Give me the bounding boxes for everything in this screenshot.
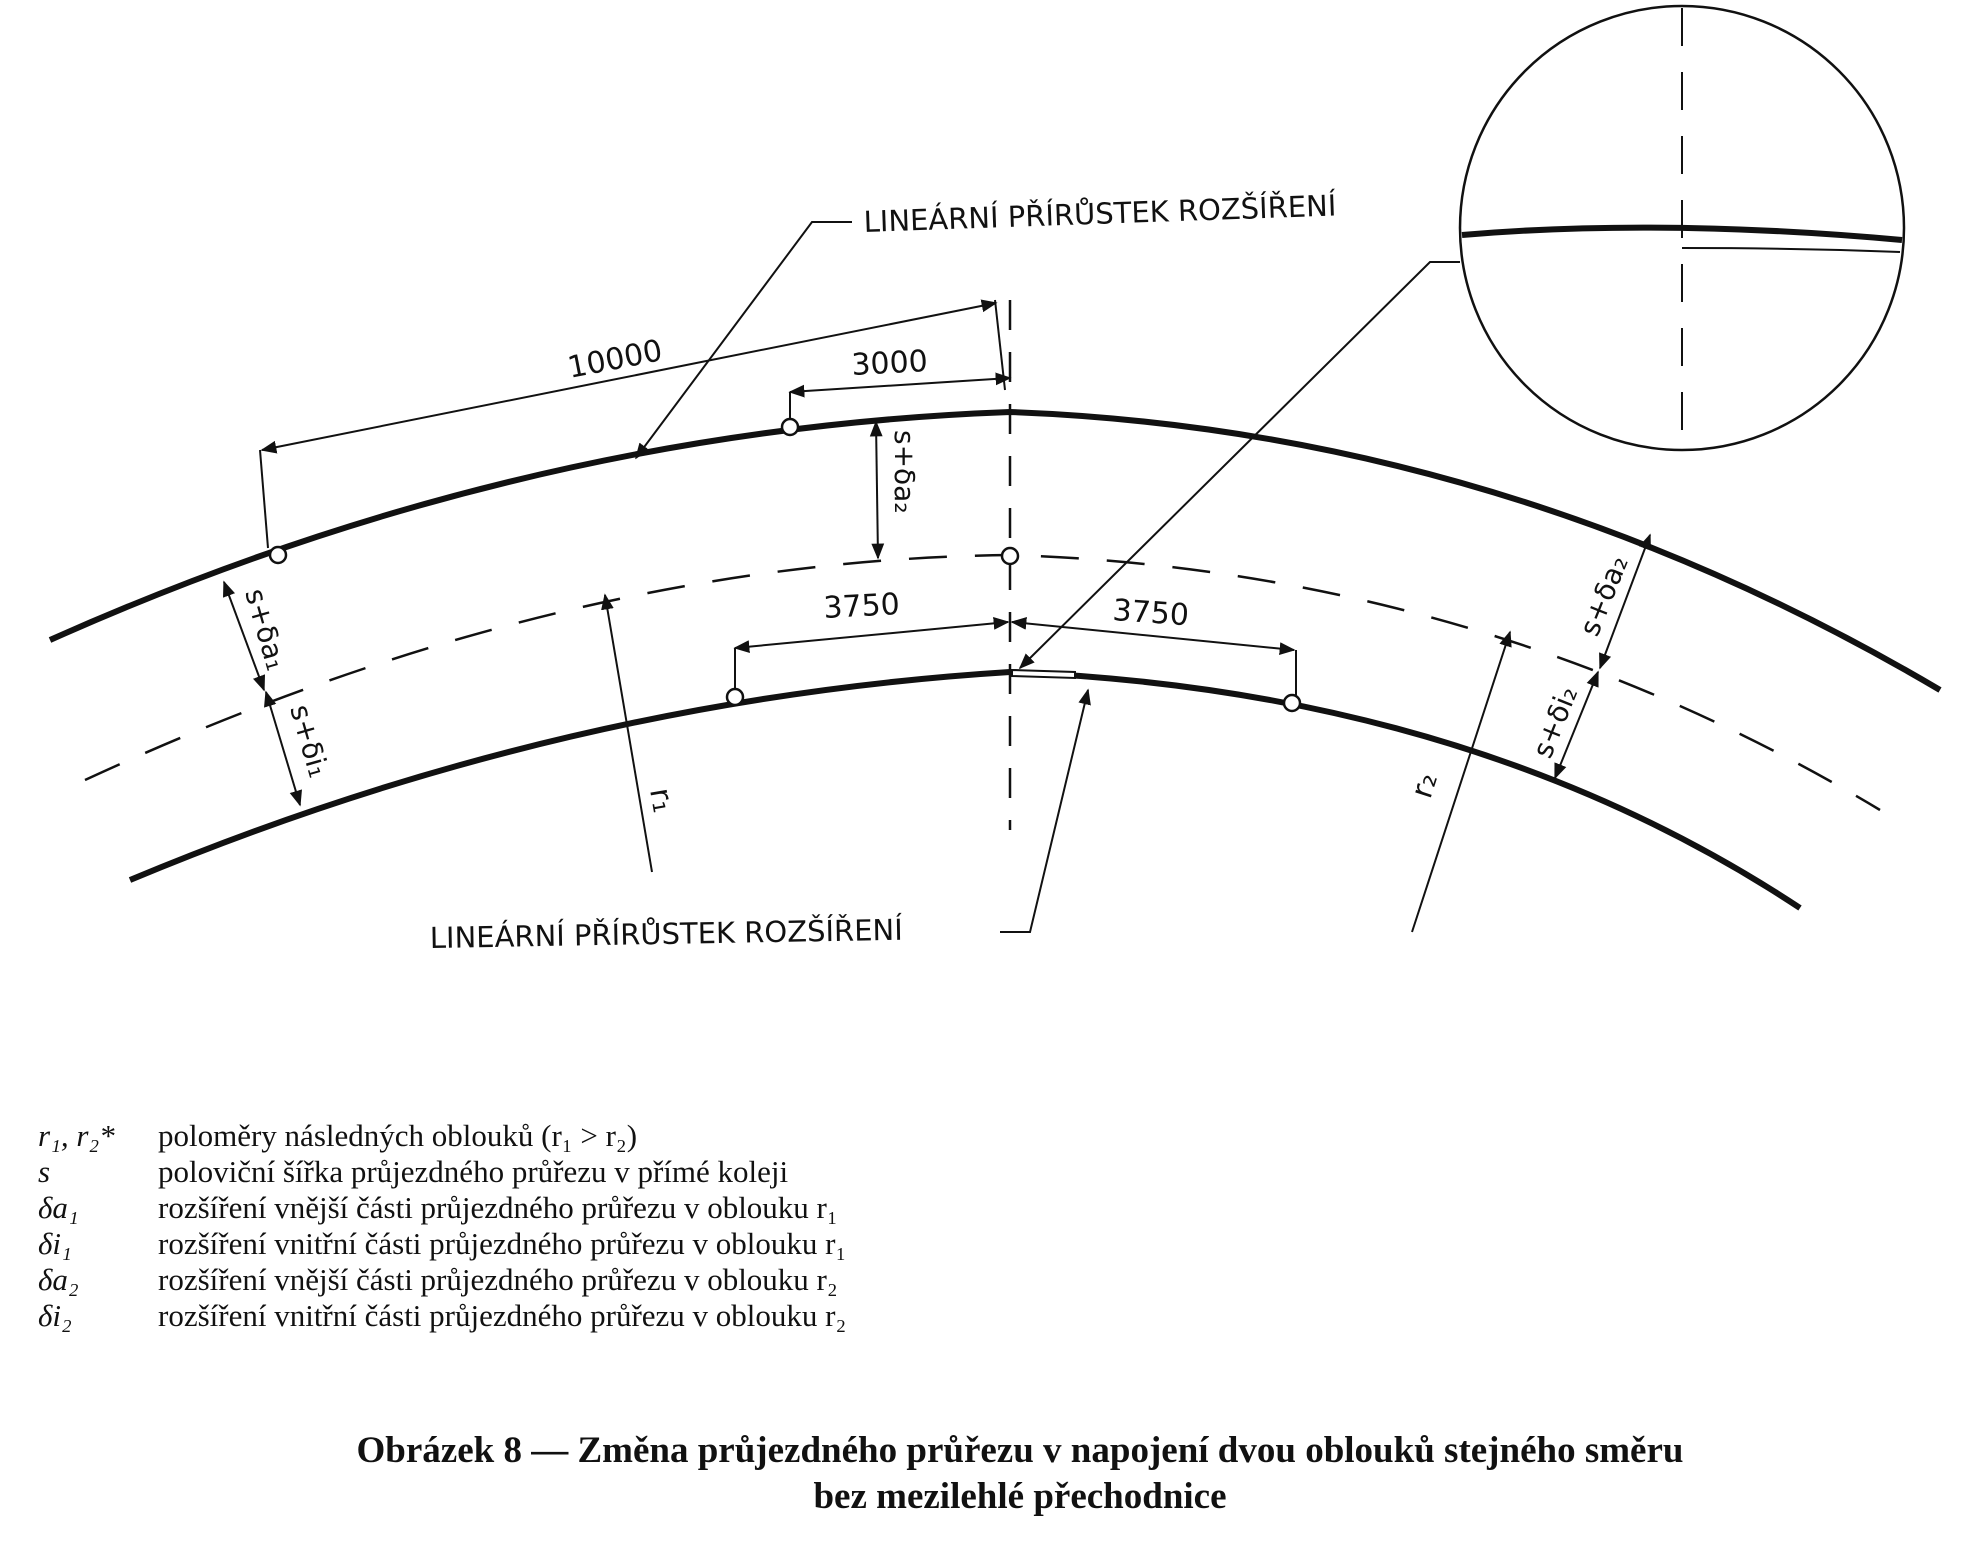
dim-3000-line (788, 372, 1012, 398)
ext-10000-right (994, 299, 1006, 391)
legend-row-da2: δa₂ rozšíření vnější části průjezdného p… (38, 1262, 1238, 1298)
detail-curve-thin (1681, 247, 1901, 253)
caption-line-1: Obrázek 8 — Změna průjezdného průřezu v … (356, 1430, 1684, 1471)
detail-curve-thick (1461, 224, 1903, 243)
label-s-di2: s+δi₂ (1526, 681, 1584, 762)
legend-symbol: δi₂ (38, 1298, 72, 1333)
point-outer-mid (780, 417, 800, 437)
callout-bottom-label: LINEÁRNÍ PŘÍRŮSTEK ROZŠÍŘENÍ (430, 913, 903, 955)
detail-marker (1011, 668, 1076, 680)
label-s-da2-left: s+δa₂ (888, 430, 921, 514)
dim-3750-right-label: 3750 (1111, 593, 1190, 633)
dim-3750-right-line (1010, 617, 1296, 655)
dim-3750-left-line (733, 616, 1010, 654)
dim-s-da1 (222, 580, 266, 692)
dim-3000-label: 3000 (851, 344, 929, 383)
legend-symbol: r₁, r₂* (38, 1118, 115, 1153)
label-s-da2-right: s+δa₂ (1573, 551, 1635, 641)
legend-symbol: δa₂ (38, 1262, 79, 1297)
legend-description: poloviční šířka průjezdného průřezu v př… (158, 1154, 789, 1189)
legend-description: rozšíření vnější části průjezdného průře… (158, 1262, 838, 1297)
dim-s-di1 (264, 690, 302, 807)
point-outer-left (268, 545, 288, 565)
legend-symbol: s (38, 1154, 51, 1189)
ext-10000-left (259, 449, 269, 549)
radius-r1 (601, 593, 653, 873)
radius-r2 (1411, 630, 1512, 933)
legend-description: rozšíření vnitřní části průjezdného průř… (158, 1298, 847, 1333)
legend: r₁, r₂* poloměry následných oblouků (r₁ … (38, 1118, 1238, 1334)
label-r1: r₁ (642, 785, 681, 815)
legend-row-di1: δi₁ rozšíření vnitřní části průjezdného … (38, 1226, 1238, 1262)
detail-leader (1018, 261, 1460, 670)
point-inner-left (725, 687, 745, 707)
label-s-di1: s+δi₁ (283, 701, 335, 781)
figure-caption: Obrázek 8 — Změna průjezdného průřezu v … (200, 1428, 1840, 1520)
outer-boundary (48, 408, 1942, 693)
point-inner-right (1282, 693, 1302, 713)
legend-row-da1: δa₁ rozšíření vnější části průjezdného p… (38, 1190, 1238, 1226)
legend-symbol: δa₁ (38, 1190, 79, 1225)
dim-s-da2-left (869, 420, 885, 560)
callout-top-leader (635, 221, 852, 460)
legend-description: rozšíření vnitřní části průjezdného průř… (158, 1226, 847, 1261)
callout-bottom-leader (1000, 688, 1091, 933)
dim-10000-label: 10000 (565, 333, 665, 386)
dim-s-di2 (1554, 670, 1599, 780)
track-widening-diagram: 10000 3000 3750 3750 s+δa₁ s+δi₁ s+δa₂ s… (48, 4, 1942, 955)
callout-top-label: LINEÁRNÍ PŘÍRŮSTEK ROZŠÍŘENÍ (863, 189, 1337, 239)
label-s-da1: s+δa₁ (238, 585, 293, 674)
legend-symbol: δi₁ (38, 1226, 72, 1261)
label-r2: r₂ (1404, 768, 1445, 802)
legend-row-r1-r2: r₁, r₂* poloměry následných oblouků (r₁ … (38, 1118, 1238, 1154)
legend-row-s: s poloviční šířka průjezdného průřezu v … (38, 1154, 1238, 1190)
center-point (1000, 546, 1020, 566)
dim-3750-left-label: 3750 (823, 587, 901, 626)
caption-line-2: bez mezilehlé přechodnice (813, 1476, 1227, 1517)
legend-description: rozšíření vnější části průjezdného průře… (158, 1190, 838, 1225)
legend-description: poloměry následných oblouků (r₁ > r₂) (158, 1118, 638, 1153)
legend-row-di2: δi₂ rozšíření vnitřní části průjezdného … (38, 1298, 1238, 1334)
dim-s-da2-right (1599, 533, 1651, 670)
dim-10000-line (260, 299, 998, 454)
